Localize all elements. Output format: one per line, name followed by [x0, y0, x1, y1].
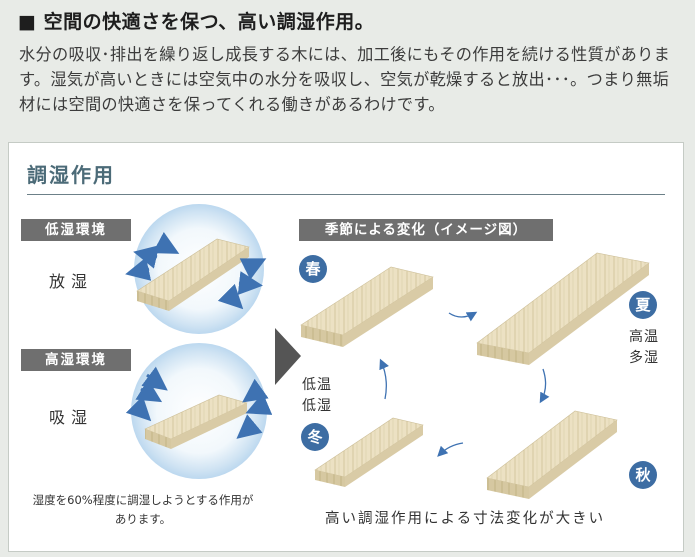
winter-condition: 低温低湿	[302, 377, 332, 414]
absorb-label: 吸湿	[49, 408, 94, 427]
arrow-summer-to-autumn	[539, 368, 550, 404]
seasons-tag: 季節による変化（イメージ図）	[299, 219, 553, 241]
title-rule	[27, 194, 665, 195]
low-humidity-tag: 低湿環境	[21, 219, 131, 241]
season-badge-spring: 春	[299, 255, 327, 283]
diagram-artwork	[125, 204, 650, 499]
arrow-autumn-to-winter	[437, 442, 464, 457]
low-humidity-board	[136, 238, 250, 311]
summer-board	[476, 252, 650, 365]
spring-board	[300, 266, 434, 347]
flow-triangle	[275, 328, 301, 385]
season-badge-summer: 夏	[629, 291, 657, 319]
winter-board	[314, 417, 424, 487]
section-heading: ■ 空間の快適さを保つ、高い調湿作用。	[18, 11, 375, 33]
cycle-arrows	[379, 311, 550, 457]
diagram-caption: 高い調湿作用による寸法変化が大きい	[325, 511, 606, 527]
absorb-arrows	[125, 366, 273, 439]
high-humidity-tag: 高湿環境	[21, 349, 131, 371]
humidity-diagram-card: 調湿作用 低湿環境 放湿 高湿環境 吸湿 湿度を60%程度に調湿しようとする作用…	[8, 142, 684, 552]
diagram-title: 調湿作用	[27, 163, 115, 187]
summer-condition: 高温多湿	[629, 329, 659, 366]
autumn-board	[486, 410, 618, 499]
intro-text: 水分の吸収･排出を繰り返し成長する木には、加工後にもその作用を続ける性質がありま…	[19, 45, 671, 114]
humidity-note: 湿度を60%程度に調湿しようとする作用があります。	[32, 493, 254, 526]
release-label: 放湿	[49, 272, 94, 291]
season-badge-autumn: 秋	[629, 461, 657, 489]
release-arrows	[125, 231, 267, 310]
arrow-winter-to-spring	[379, 358, 389, 400]
season-badge-winter: 冬	[301, 423, 329, 451]
arrow-spring-to-summer	[448, 311, 478, 322]
